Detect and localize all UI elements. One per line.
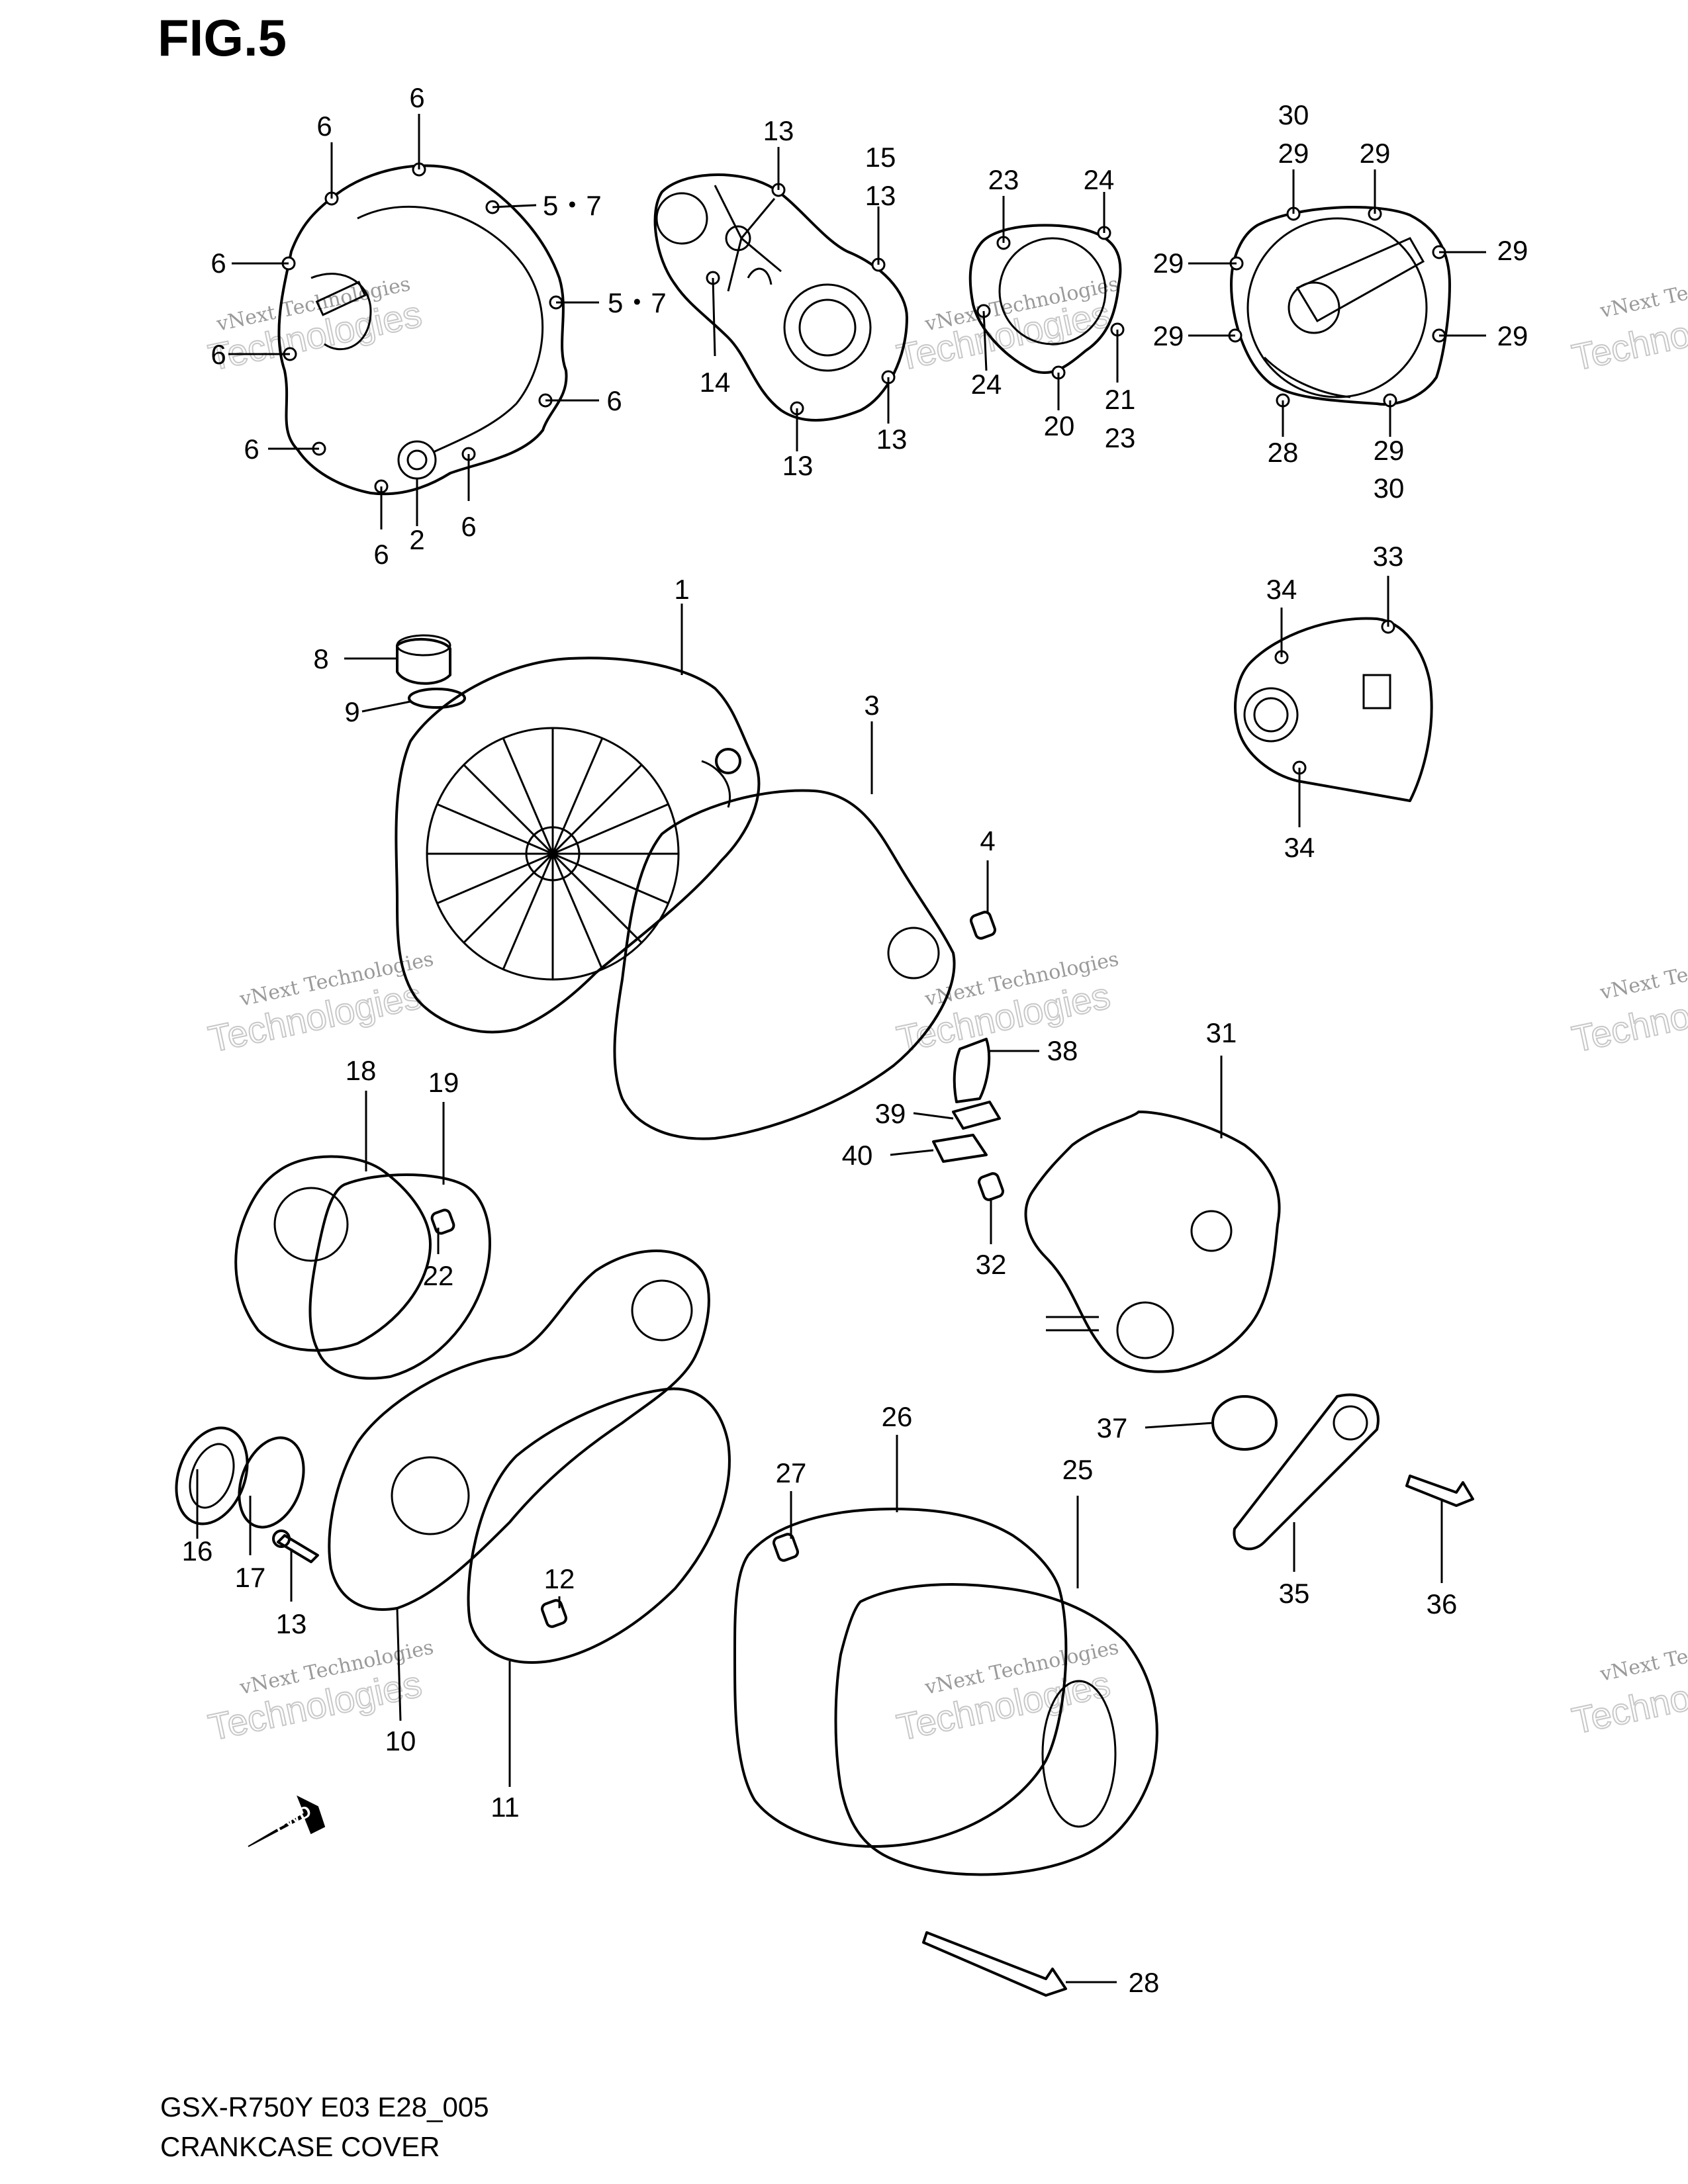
callout-label: 24 xyxy=(1084,164,1115,195)
callout-label: 38 xyxy=(1047,1035,1078,1066)
bracket-drawing xyxy=(1233,1393,1474,1551)
bolt-drawing xyxy=(272,1529,319,1563)
callout-label: 30 xyxy=(1278,99,1309,130)
model-code: GSX-R750Y E03 E28_005 xyxy=(160,2091,489,2122)
callout-label: 19 xyxy=(428,1067,459,1098)
callout-label: 29 xyxy=(1360,138,1391,169)
callout-label: 32 xyxy=(976,1249,1007,1280)
callout-label: 34 xyxy=(1266,574,1297,605)
watermark: vNext Technologies xyxy=(1597,259,1688,323)
svg-text:FWD: FWD xyxy=(271,1801,314,1837)
callout-label: 29 xyxy=(1153,248,1184,279)
callout-label: 6 xyxy=(373,539,389,570)
callout-label: 21 xyxy=(1105,384,1136,415)
callout-label: 9 xyxy=(344,696,359,727)
callout-label: 11 xyxy=(491,1792,520,1823)
callout-label: 29 xyxy=(1374,435,1405,466)
water-pump-cover-drawing xyxy=(234,1155,491,1380)
callout-label: 17 xyxy=(235,1562,266,1593)
svg-text:vNext Technologies: vNext Technologies xyxy=(1597,1623,1688,1686)
callout-label: 33 xyxy=(1373,541,1404,572)
sprocket-cover-drawing xyxy=(1234,617,1433,802)
forward-arrow-icon: FWD xyxy=(248,1795,326,1847)
callout-label: 39 xyxy=(875,1098,906,1129)
oil-filler-cap-drawing xyxy=(396,634,466,709)
callout-label: 1 xyxy=(674,574,689,605)
watermark: vNext Technologies xyxy=(1597,941,1688,1005)
callout-label: 13 xyxy=(865,180,896,211)
callout-label: 31 xyxy=(1206,1017,1237,1048)
callout-label: 12 xyxy=(544,1563,575,1594)
callout-label: 13 xyxy=(763,115,794,146)
callout-label: 6 xyxy=(409,82,424,113)
callout-label: 14 xyxy=(700,367,731,398)
dowel-pins-drawing xyxy=(430,911,1004,1628)
callout-label: 37 xyxy=(1097,1412,1128,1443)
gasket-drawing xyxy=(613,789,956,1140)
callout-label: 29 xyxy=(1278,138,1309,169)
callout-label: 13 xyxy=(782,450,814,481)
callout-label: 10 xyxy=(385,1725,416,1756)
svg-text:vNext Technologies: vNext Technologies xyxy=(1597,259,1688,323)
callout-labels: 6 6 5・7 6 5・7 6 6 6 6 2 6 13 15 13 14 13… xyxy=(182,82,1528,1998)
callout-label: 29 xyxy=(1497,320,1528,351)
callout-label: 28 xyxy=(1129,1967,1160,1998)
leader-lines xyxy=(196,114,1486,1983)
callout-label: 26 xyxy=(882,1401,913,1432)
callout-label: 28 xyxy=(1268,437,1299,468)
callout-label: 27 xyxy=(776,1457,807,1488)
generator-cover-large-drawing xyxy=(733,1508,1158,1997)
callout-label: 23 xyxy=(1105,422,1136,453)
callout-label: 6 xyxy=(211,248,226,279)
callout-label: 13 xyxy=(876,424,908,455)
callout-label: 20 xyxy=(1044,410,1075,441)
generator-cover-drawing xyxy=(1228,206,1451,408)
callout-label: 22 xyxy=(423,1260,454,1291)
cap-drawing xyxy=(1211,1395,1278,1451)
callout-label: 29 xyxy=(1153,320,1184,351)
clutch-cover-drawing xyxy=(277,162,568,496)
clutch-cover-drawing xyxy=(328,1250,731,1664)
pump-cover-drawing xyxy=(653,173,908,422)
callout-label: 15 xyxy=(865,142,896,173)
callout-label: 24 xyxy=(971,369,1002,400)
svg-text:vNext Technologies: vNext Technologies xyxy=(1597,941,1688,1005)
callout-label: 5・7 xyxy=(543,190,602,221)
callout-label: 34 xyxy=(1284,832,1315,863)
callout-label: 35 xyxy=(1279,1578,1310,1609)
callout-label: 36 xyxy=(1427,1588,1458,1619)
callout-label: 23 xyxy=(988,164,1019,195)
callout-label: 8 xyxy=(313,643,328,674)
callout-label: 13 xyxy=(276,1608,307,1639)
callout-label: 3 xyxy=(864,690,879,721)
watermarks: vNext Technologies Technologies vNext Te… xyxy=(204,259,1688,1749)
callout-label: 30 xyxy=(1374,473,1405,504)
callout-label: 16 xyxy=(182,1535,213,1567)
figure-title: FIG.5 xyxy=(158,9,287,67)
watermark: vNext Technologies xyxy=(1597,1623,1688,1686)
callout-label: 18 xyxy=(346,1055,377,1086)
callout-label: 29 xyxy=(1497,235,1528,266)
small-gaskets-drawing xyxy=(932,1038,1001,1163)
callout-label: 2 xyxy=(409,524,424,555)
callout-label: 4 xyxy=(980,825,995,856)
figure-name: CRANKCASE COVER xyxy=(160,2131,440,2162)
callout-label: 25 xyxy=(1062,1454,1094,1485)
callout-label: 6 xyxy=(244,433,259,465)
callout-label: 6 xyxy=(461,511,476,542)
callout-label: 6 xyxy=(316,111,332,142)
callout-label: 6 xyxy=(606,385,622,416)
callout-label: 5・7 xyxy=(608,287,667,318)
callout-label: 6 xyxy=(211,339,226,370)
oil-seal-drawing xyxy=(175,1426,305,1529)
callout-label: 40 xyxy=(842,1140,873,1171)
clutch-housing-drawing xyxy=(1024,1111,1281,1373)
crankcase-cover-drawing xyxy=(395,657,761,1034)
